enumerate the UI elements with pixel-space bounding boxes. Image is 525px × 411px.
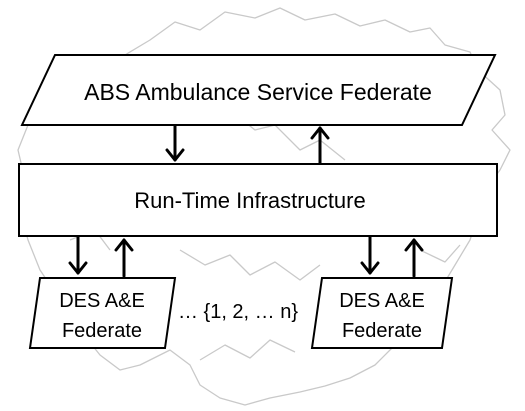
des-federate-left-line1: DES A&E xyxy=(59,290,145,312)
des-federate-left-line2: Federate xyxy=(62,320,142,342)
des-federate-right-box xyxy=(310,277,454,349)
arrow-rti-to-abs xyxy=(310,126,330,165)
des-federate-right-line1: DES A&E xyxy=(339,290,425,312)
arrow-abs-to-rti xyxy=(165,124,185,162)
arrow-des-left-to-rti xyxy=(114,238,134,278)
arrow-rti-to-des-left xyxy=(68,235,88,275)
arrow-des-right-to-rti xyxy=(404,238,424,278)
federate-count-label: … {1, 2, … n} xyxy=(178,301,298,323)
abs-federate-box xyxy=(20,54,497,126)
rti-box xyxy=(18,163,498,237)
des-federate-right-line2: Federate xyxy=(342,320,422,342)
des-federate-left-box xyxy=(28,277,177,349)
rti-label: Run-Time Infrastructure xyxy=(134,188,365,213)
arrow-rti-to-des-right xyxy=(360,235,380,275)
abs-federate-label: ABS Ambulance Service Federate xyxy=(84,79,432,105)
